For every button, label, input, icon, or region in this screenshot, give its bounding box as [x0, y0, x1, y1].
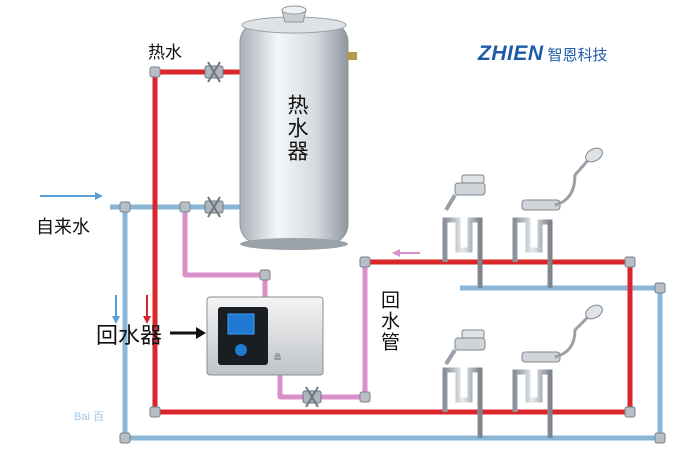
logo-chinese-text: 智恩科技 — [547, 45, 608, 64]
lower-faucet-head — [444, 329, 486, 366]
return-valve — [302, 386, 322, 408]
label-tap-water: 自来水 — [36, 217, 90, 238]
upper-shower-pipes — [512, 217, 553, 288]
lower-faucet — [442, 367, 483, 438]
lower-shower-head — [521, 304, 603, 363]
controller-brand-text: 晶 — [274, 353, 281, 361]
tank-relief-valve — [347, 52, 357, 60]
label-return-pipe: 回水管 — [378, 290, 400, 353]
label-heater: 热水器 — [285, 94, 309, 163]
controller-screen — [227, 313, 255, 335]
return-to-heater — [182, 207, 268, 300]
controller-knob — [235, 344, 247, 356]
upper-shower-head — [521, 147, 603, 211]
hot-outlet-valve — [204, 61, 224, 83]
recirculator-unit — [206, 296, 324, 376]
water-heater-tank — [239, 5, 357, 250]
cold-inlet-valve — [204, 196, 224, 218]
company-logo: ZHIEN 智恩科技 — [478, 42, 608, 66]
cold-down-riser — [122, 207, 663, 441]
return-from-loop — [277, 262, 368, 400]
logo-brand-text: ZHIEN — [478, 42, 544, 65]
upper-faucet-head — [444, 174, 486, 212]
label-recirculator: 回水器 — [96, 324, 163, 349]
pipe-joints — [119, 66, 666, 444]
lower-shower-pipes — [512, 369, 553, 438]
flow-arrows — [40, 192, 420, 324]
label-hot-water: 热水 — [148, 43, 182, 63]
return-pipes — [182, 207, 368, 400]
watermark: Bai 百 — [74, 411, 104, 423]
valves — [204, 61, 322, 408]
pointer-arrowhead — [196, 327, 206, 339]
upper-faucet — [442, 217, 483, 288]
